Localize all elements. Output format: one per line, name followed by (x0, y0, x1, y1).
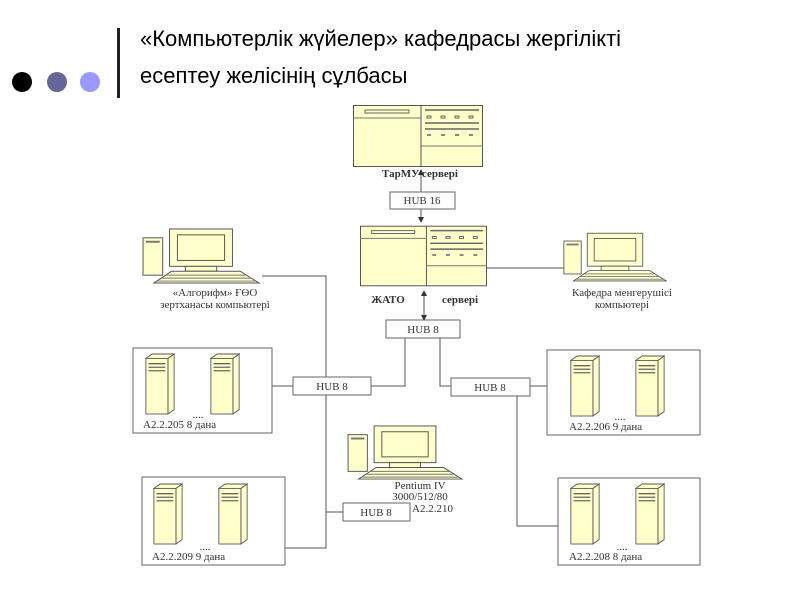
workstation-tower-icon (145, 353, 175, 415)
pentium-computer-icon (347, 425, 463, 480)
head-computer-label-1: Кафедра менгерушiсi (572, 287, 672, 299)
pentium-label-2: 3000/512/80 (392, 491, 448, 503)
bullet-dot-slate (47, 72, 67, 92)
room-208-label: A2.2.208 8 дана (569, 551, 642, 563)
hub16-node: HUB 16 (389, 191, 456, 210)
ellipsis: .... (617, 541, 628, 553)
bullet-dot-lavender (80, 72, 100, 92)
workstation-tower-icon (210, 353, 240, 415)
room-209-label: A2.2.209 9 дана (152, 551, 225, 563)
room-205-label: A2.2.205 8 дана (143, 419, 216, 431)
bullet-dot-black (12, 72, 32, 92)
hub8-top-label: HUB 8 (407, 324, 439, 336)
workstation-tower-icon (635, 483, 665, 545)
zhato-server-icon (360, 224, 487, 288)
hub8-right-node: HUB 8 (450, 377, 531, 397)
room-206-group: .... A2.2.206 9 дана (546, 349, 701, 436)
room-205-group: .... A2.2.205 8 дана (132, 347, 273, 434)
room-208-group: .... A2.2.208 8 дана (557, 477, 701, 566)
pentium-label-1: Pentium IV (394, 480, 445, 492)
tarmu-server-label: ТарМУ серверi (382, 168, 458, 180)
tarmu-server-icon (353, 105, 483, 167)
hub8-bottom-node: HUB 8 (342, 502, 411, 522)
workstation-tower-icon (635, 355, 665, 417)
hub8-left-label: HUB 8 (316, 381, 348, 393)
zhato-label: ЖАТО (371, 294, 405, 306)
hub8-bottom-label: HUB 8 (360, 507, 392, 519)
room-206-label: A2.2.206 9 дана (569, 421, 642, 433)
ellipsis: .... (615, 411, 626, 423)
head-computer-icon (563, 232, 667, 282)
hub8-right-label: HUB 8 (474, 382, 506, 394)
head-computer-label-2: компьютерi (595, 299, 649, 311)
workstation-tower-icon (153, 483, 183, 545)
ellipsis: .... (200, 541, 211, 553)
ellipsis: .... (193, 409, 204, 421)
title-line-1: «Компьютерлік жүйелер» кафедрасы жергілі… (140, 26, 622, 51)
workstation-tower-icon (570, 355, 600, 417)
title-divider (117, 28, 120, 98)
hub8-left-node: HUB 8 (292, 376, 372, 396)
slide-title: «Компьютерлік жүйелер» кафедрасы жергілі… (140, 20, 621, 94)
lab-computer-label-2: зертханасы компьютерi (160, 299, 270, 311)
lab-computer-label-1: «Алгорифм» ҒӨО (173, 287, 258, 299)
hub8-top-node: HUB 8 (385, 319, 461, 339)
lab-computer-icon (142, 228, 260, 284)
workstation-tower-icon (570, 483, 600, 545)
zhato-server-label: серверi (442, 294, 478, 306)
pentium-room-label: A2.2.210 (412, 503, 453, 515)
workstation-tower-icon (218, 483, 248, 545)
connection-lines (262, 169, 566, 549)
hub16-label: HUB 16 (404, 195, 441, 207)
title-line-2: есептеу желісінің сұлбасы (140, 63, 408, 88)
room-209-group: .... A2.2.209 9 дана (141, 476, 286, 566)
